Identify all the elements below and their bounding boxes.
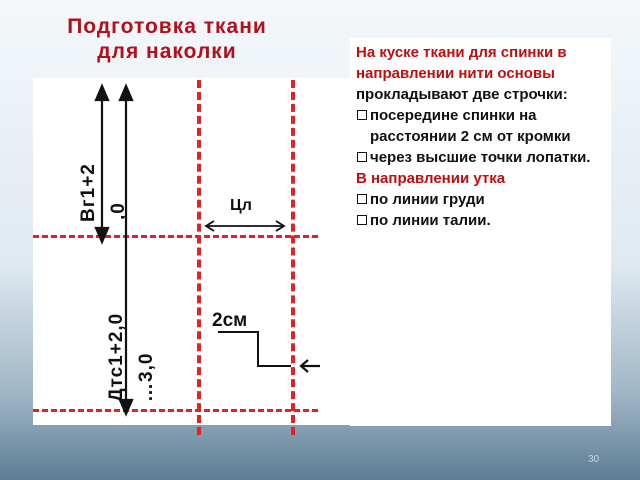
waist-line <box>33 409 318 412</box>
title-line-1: Подготовка ткани <box>67 15 267 38</box>
intro-text: На куске ткани для спинки в направлении … <box>356 42 611 105</box>
weft-heading: В направлении утка <box>356 170 506 187</box>
title-line-2: для наколки <box>97 40 237 63</box>
cl-label: Цл <box>230 197 252 214</box>
dts-label: Дтс1+2,0 <box>106 313 128 402</box>
offset-2cm-label: 2см <box>212 310 248 331</box>
double-arrow-vertical-icon <box>118 83 134 417</box>
scapula-line <box>197 80 201 435</box>
offset-2cm-mark <box>218 331 291 367</box>
intro-red-text: На куске ткани для спинки в направлении … <box>356 44 567 82</box>
double-arrow-horizontal-icon <box>204 220 286 232</box>
dts-label-line-1: Дтс1+2,0 <box>106 312 127 402</box>
warp-bullet-1: посередине спинки на расстоянии 2 см от … <box>356 105 611 147</box>
slide-title: Подготовка ткани для наколки <box>22 14 312 64</box>
intro-black-text: прокладывают две строчки: <box>356 86 568 103</box>
vg-label-suffix: ,0 <box>108 202 130 220</box>
dts-label-suffix: …3,0 <box>136 353 158 402</box>
instruction-panel: На куске ткани для спинки в направлении … <box>350 38 611 426</box>
dts-label-line-2: …3,0 <box>136 352 157 402</box>
warp-bullet-2: через высшие точки лопатки. <box>356 147 611 168</box>
vg-label: Вг1+2 <box>78 163 100 222</box>
arrow-left-icon <box>299 359 320 373</box>
vg-label-line-1: Вг1+2 <box>78 163 99 222</box>
weft-bullet-2: по линии талии. <box>356 210 611 231</box>
center-back-line <box>291 80 295 435</box>
slide-number: 30 <box>588 454 600 465</box>
fabric-piece <box>33 78 350 425</box>
vg-label-line-2: ,0 <box>108 202 129 220</box>
double-arrow-vertical-icon <box>94 83 110 245</box>
chest-line <box>33 235 318 238</box>
weft-bullet-1: по линии груди <box>356 189 611 210</box>
